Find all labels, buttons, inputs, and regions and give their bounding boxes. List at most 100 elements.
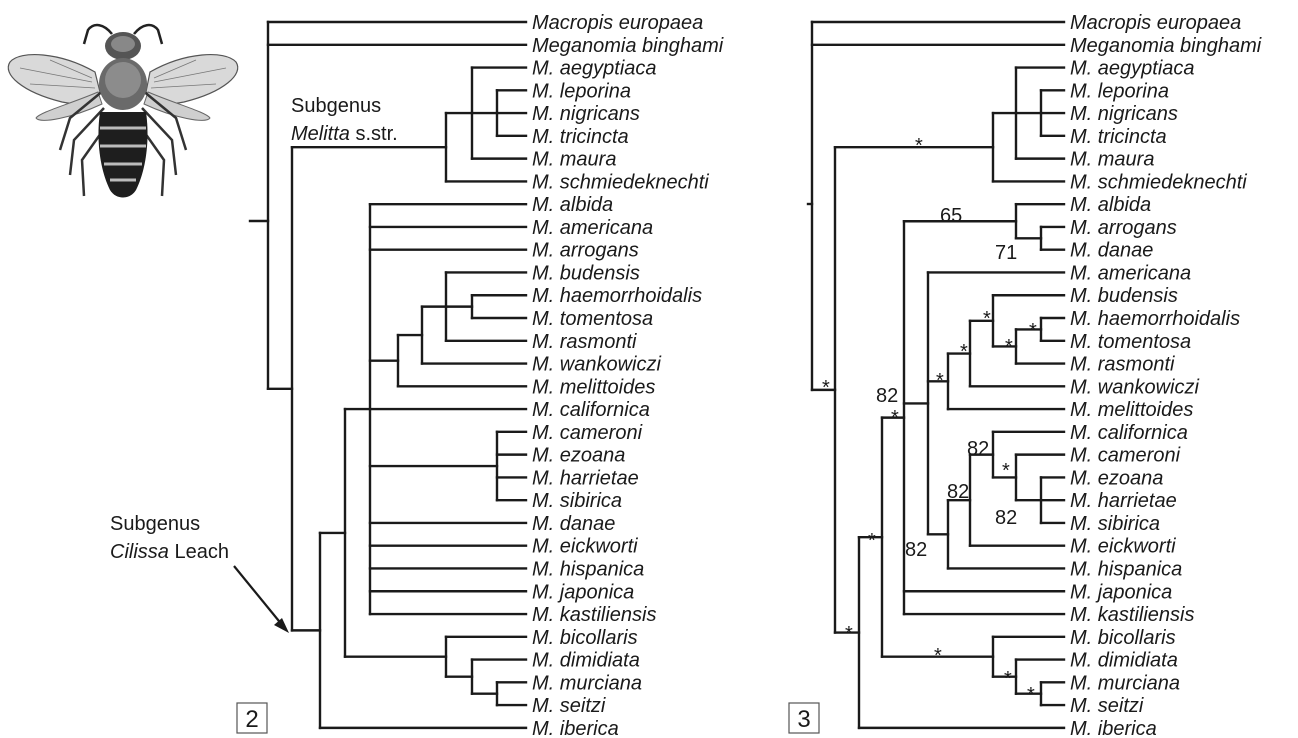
taxon-label: M. wankowiczi: [1070, 376, 1199, 398]
right-tree-branches: [806, 20, 1066, 730]
support-value: 82: [947, 481, 969, 503]
taxon-label: M. nigricans: [532, 103, 640, 125]
taxon-label: M. californica: [1070, 422, 1188, 444]
taxon-label: M. eickworti: [532, 536, 638, 558]
taxon-label: M. kastiliensis: [1070, 604, 1194, 626]
taxon-label: M. hispanica: [532, 558, 644, 580]
taxon-label: M. budensis: [532, 262, 640, 284]
taxon-label: M. harrietae: [532, 467, 639, 489]
taxon-label: M. japonica: [1070, 581, 1172, 603]
taxon-label: M. iberica: [532, 718, 619, 738]
taxon-label: M. kastiliensis: [532, 604, 656, 626]
taxon-label: M. dimidiata: [532, 650, 640, 672]
bee-illustration: [7, 23, 239, 198]
taxon-label: M. maura: [1070, 149, 1154, 171]
taxon-label: M. budensis: [1070, 285, 1178, 307]
taxon-label: M. murciana: [1070, 672, 1180, 694]
support-value: 82: [905, 539, 927, 561]
melitta-subgenus-name: Melitta s.str.: [291, 123, 398, 145]
taxon-label: M. bicollaris: [532, 627, 638, 649]
support-value: 71: [995, 242, 1017, 264]
taxon-label: M. dimidiata: [1070, 650, 1178, 672]
support-value: 82: [967, 438, 989, 460]
taxon-label: M. ezoana: [1070, 467, 1163, 489]
taxon-label: M. leporina: [1070, 80, 1169, 102]
support-value: *: [868, 530, 876, 552]
melitta-subgenus-label: Subgenus: [291, 95, 381, 117]
support-value: *: [845, 623, 853, 645]
support-value: *: [1029, 320, 1037, 342]
figure-3-number: 3: [797, 706, 810, 733]
support-value: *: [1002, 460, 1010, 482]
cilissa-subgenus-label: Subgenus: [110, 513, 200, 535]
taxon-label: M. schmiedeknechti: [1070, 171, 1247, 193]
taxon-label: M. arrogans: [532, 240, 639, 262]
support-value: *: [934, 645, 942, 667]
taxon-label: M. tomentosa: [1070, 331, 1191, 353]
support-value: *: [1004, 668, 1012, 690]
taxon-label: M. wankowiczi: [532, 354, 661, 376]
support-value: *: [891, 407, 899, 429]
support-value: 82: [876, 385, 898, 407]
support-value: *: [960, 341, 968, 363]
taxon-label: Macropis europaea: [532, 12, 703, 34]
taxon-label: M. tricincta: [1070, 126, 1167, 148]
support-value: *: [915, 135, 923, 157]
taxon-label: M. danae: [1070, 240, 1153, 262]
figure-3-box: [788, 702, 820, 734]
taxon-label: M. albida: [1070, 194, 1151, 216]
support-value: *: [983, 308, 991, 330]
support-value: *: [1027, 684, 1035, 706]
taxon-label: M. cameroni: [1070, 445, 1181, 467]
taxon-label: M. cameroni: [532, 422, 643, 444]
taxon-label: Meganomia binghami: [532, 35, 724, 57]
taxon-label: M. eickworti: [1070, 536, 1176, 558]
support-value: *: [822, 377, 830, 399]
taxon-label: Macropis europaea: [1070, 12, 1241, 34]
taxon-label: M. americana: [1070, 262, 1191, 284]
figure-2-number: 2: [245, 706, 258, 733]
taxon-label: Meganomia binghami: [1070, 35, 1262, 57]
cilissa-arrow: [233, 565, 289, 633]
taxon-label: M. maura: [532, 149, 616, 171]
support-value: 65: [940, 205, 962, 227]
taxon-label: M. californica: [532, 399, 650, 421]
support-value: *: [1005, 336, 1013, 358]
taxon-label: M. murciana: [532, 672, 642, 694]
taxon-label: M. iberica: [1070, 718, 1157, 738]
taxon-label: M. sibirica: [532, 490, 622, 512]
taxon-label: M. aegyptiaca: [1070, 58, 1195, 80]
taxon-label: M. melittoides: [1070, 399, 1193, 421]
taxon-label: M. bicollaris: [1070, 627, 1176, 649]
taxon-label: M. rasmonti: [532, 331, 637, 353]
left-tree-branches: [248, 20, 528, 730]
taxon-label: M. arrogans: [1070, 217, 1177, 239]
taxon-label: M. ezoana: [532, 445, 625, 467]
taxon-label: M. tricincta: [532, 126, 629, 148]
taxon-label: M. seitzi: [532, 695, 606, 717]
taxon-label: M. hispanica: [1070, 558, 1182, 580]
taxon-label: M. haemorrhoidalis: [1070, 308, 1240, 330]
taxon-label: M. haemorrhoidalis: [532, 285, 702, 307]
figure-2-box: [236, 702, 268, 734]
taxon-label: M. rasmonti: [1070, 354, 1175, 376]
taxon-label: M. tomentosa: [532, 308, 653, 330]
taxon-label: M. harrietae: [1070, 490, 1177, 512]
taxon-label: M. nigricans: [1070, 103, 1178, 125]
taxon-label: M. melittoides: [532, 376, 655, 398]
support-value: 82: [995, 507, 1017, 529]
taxon-label: M. sibirica: [1070, 513, 1160, 535]
taxon-label: M. aegyptiaca: [532, 58, 657, 80]
taxon-label: M. danae: [532, 513, 615, 535]
taxon-label: M. leporina: [532, 80, 631, 102]
taxon-label: M. seitzi: [1070, 695, 1144, 717]
taxon-label: M. albida: [532, 194, 613, 216]
taxon-label: M. japonica: [532, 581, 634, 603]
cilissa-subgenus-name: Cilissa Leach: [110, 541, 229, 563]
